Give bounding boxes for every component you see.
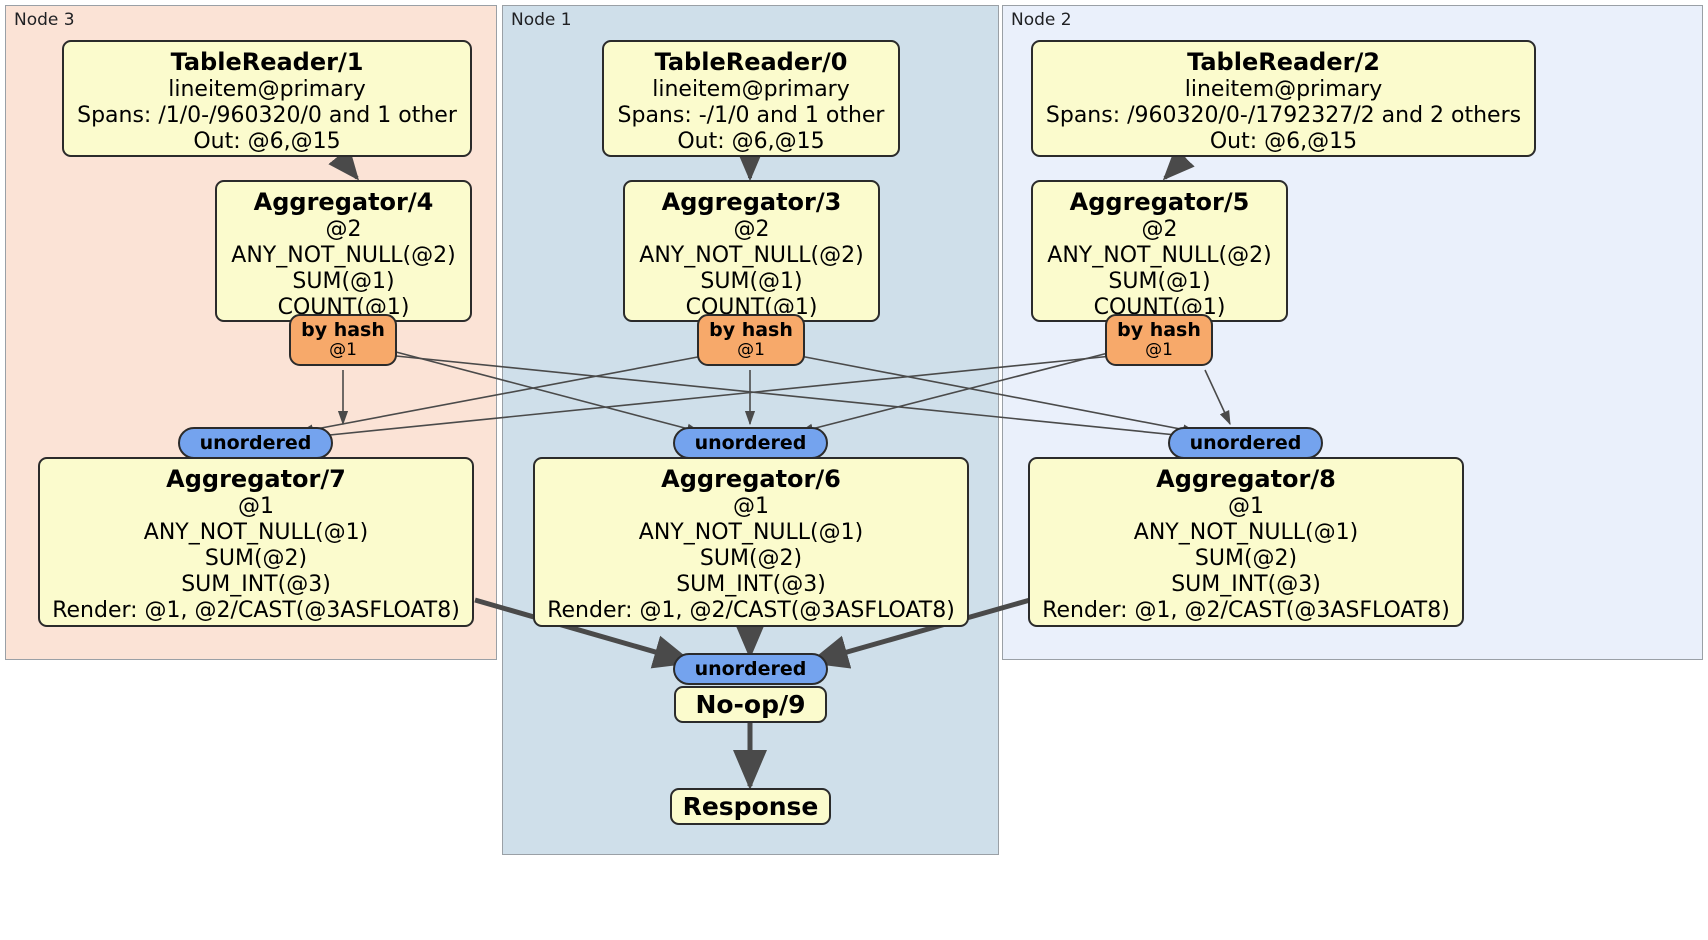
processor-line: Spans: -/1/0 and 1 other <box>617 103 885 128</box>
processor-line: SUM(@2) <box>204 546 308 571</box>
processor-aggregator-5[interactable]: Aggregator/5 @2 ANY_NOT_NULL(@2) SUM(@1)… <box>1031 180 1288 322</box>
processor-no-op-9[interactable]: No-op/9 <box>674 686 827 723</box>
processor-title: No-op/9 <box>695 690 806 719</box>
processor-line: @2 <box>1141 217 1178 242</box>
synchronizer-unordered-aggregator-6[interactable]: unordered <box>673 427 828 459</box>
processor-title: Response <box>682 792 819 821</box>
processor-tablereader-2[interactable]: TableReader/2 lineitem@primary Spans: /9… <box>1031 40 1536 157</box>
processor-title: Aggregator/6 <box>661 465 841 493</box>
processor-line: Out: @6,@15 <box>1209 129 1358 154</box>
synchronizer-unordered-aggregator-7[interactable]: unordered <box>178 427 333 459</box>
processor-line: SUM_INT(@3) <box>676 572 826 597</box>
processor-line: SUM(@1) <box>292 269 395 294</box>
router-by-hash-aggregator-5[interactable]: by hash @1 <box>1105 314 1213 366</box>
synchronizer-label: unordered <box>694 657 807 680</box>
router-sublabel: @1 <box>1145 340 1173 360</box>
processor-tablereader-1[interactable]: TableReader/1 lineitem@primary Spans: /1… <box>62 40 472 157</box>
node-label-node2: Node 2 <box>1011 10 1072 30</box>
router-label: by hash <box>709 319 793 341</box>
processor-title: Aggregator/7 <box>166 465 346 493</box>
processor-line: ANY_NOT_NULL(@1) <box>638 520 864 545</box>
processor-title: Aggregator/4 <box>253 188 434 216</box>
processor-aggregator-6[interactable]: Aggregator/6 @1 ANY_NOT_NULL(@1) SUM(@2)… <box>533 457 969 627</box>
processor-line: @1 <box>1228 494 1264 519</box>
processor-line: SUM(@2) <box>1194 546 1298 571</box>
router-by-hash-aggregator-4[interactable]: by hash @1 <box>289 314 397 366</box>
processor-line: ANY_NOT_NULL(@2) <box>639 243 864 268</box>
processor-line: SUM_INT(@3) <box>181 572 331 597</box>
processor-render-line: Render: @1, @2/CAST(@3ASFLOAT8) <box>52 598 460 623</box>
router-sublabel: @1 <box>329 340 357 360</box>
processor-line: lineitem@primary <box>652 77 850 102</box>
node-label-node3: Node 3 <box>14 10 75 30</box>
processor-tablereader-0[interactable]: TableReader/0 lineitem@primary Spans: -/… <box>602 40 900 157</box>
processor-line: Spans: /1/0-/960320/0 and 1 other <box>77 103 457 128</box>
processor-line: @2 <box>733 217 770 242</box>
processor-title: TableReader/1 <box>170 48 364 76</box>
synchronizer-unordered-final[interactable]: unordered <box>673 653 828 685</box>
processor-title: Aggregator/8 <box>1156 465 1336 493</box>
processor-aggregator-3[interactable]: Aggregator/3 @2 ANY_NOT_NULL(@2) SUM(@1)… <box>623 180 880 322</box>
router-label: by hash <box>1117 319 1201 341</box>
node-label-node1: Node 1 <box>511 10 572 30</box>
processor-line: Out: @6,@15 <box>193 129 341 154</box>
processor-aggregator-8[interactable]: Aggregator/8 @1 ANY_NOT_NULL(@1) SUM(@2)… <box>1028 457 1464 627</box>
processor-line: @2 <box>325 217 362 242</box>
processor-line: lineitem@primary <box>168 77 366 102</box>
processor-title: TableReader/0 <box>654 48 848 76</box>
processor-line: SUM(@2) <box>699 546 803 571</box>
synchronizer-label: unordered <box>694 431 807 454</box>
router-label: by hash <box>301 319 385 341</box>
processor-line: ANY_NOT_NULL(@1) <box>1133 520 1359 545</box>
processor-response[interactable]: Response <box>670 788 831 825</box>
processor-aggregator-4[interactable]: Aggregator/4 @2 ANY_NOT_NULL(@2) SUM(@1)… <box>215 180 472 322</box>
processor-line: @1 <box>733 494 769 519</box>
router-sublabel: @1 <box>737 340 765 360</box>
processor-line: Spans: /960320/0-/1792327/2 and 2 others <box>1045 103 1522 128</box>
processor-aggregator-7[interactable]: Aggregator/7 @1 ANY_NOT_NULL(@1) SUM(@2)… <box>38 457 474 627</box>
processor-line: SUM_INT(@3) <box>1171 572 1321 597</box>
processor-line: ANY_NOT_NULL(@2) <box>1047 243 1272 268</box>
processor-line: ANY_NOT_NULL(@1) <box>143 520 369 545</box>
processor-render-line: Render: @1, @2/CAST(@3ASFLOAT8) <box>547 598 955 623</box>
processor-line: Out: @6,@15 <box>677 129 825 154</box>
synchronizer-unordered-aggregator-8[interactable]: unordered <box>1168 427 1323 459</box>
processor-render-line: Render: @1, @2/CAST(@3ASFLOAT8) <box>1042 598 1450 623</box>
processor-line: lineitem@primary <box>1184 77 1383 102</box>
processor-line: @1 <box>238 494 274 519</box>
processor-title: Aggregator/5 <box>1069 188 1250 216</box>
processor-title: TableReader/2 <box>1187 48 1380 76</box>
processor-line: SUM(@1) <box>1108 269 1211 294</box>
router-by-hash-aggregator-3[interactable]: by hash @1 <box>697 314 805 366</box>
processor-line: SUM(@1) <box>700 269 803 294</box>
processor-line: ANY_NOT_NULL(@2) <box>231 243 456 268</box>
synchronizer-label: unordered <box>1189 431 1302 454</box>
processor-title: Aggregator/3 <box>661 188 842 216</box>
synchronizer-label: unordered <box>199 431 312 454</box>
